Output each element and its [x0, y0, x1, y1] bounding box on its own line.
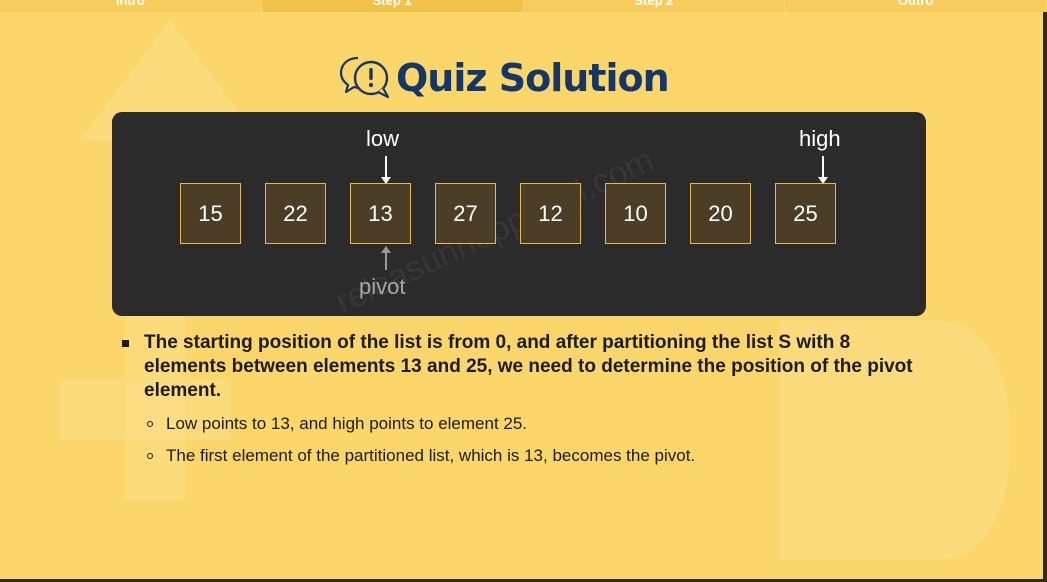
tab-intro[interactable]: Intro [0, 0, 262, 12]
pivot-arrow [381, 246, 391, 270]
tab-step-2[interactable]: Step 2 [523, 0, 786, 12]
tab-outro[interactable]: Outro [785, 0, 1047, 12]
page-title-wrap: Quiz Solution [338, 52, 670, 104]
main-bullet-text: The starting position of the list is fro… [144, 332, 913, 401]
circle-bullet-icon [147, 421, 153, 427]
step-tabs: Intro Step 1 Step 2 Outro [0, 0, 1047, 12]
tab-step-2-label: Step 2 [634, 0, 674, 8]
page-title: Quiz Solution [396, 56, 670, 100]
array-diagram-panel: releasunnopportal.com low high 15 22 13 … [112, 112, 926, 321]
array-cell: 25 [775, 183, 836, 244]
sub-bullet-text-1: Low points to 13, and high points to ele… [166, 414, 528, 433]
tab-outro-label: Outro [897, 0, 934, 8]
array-cell: 27 [435, 183, 496, 244]
tab-step-1[interactable]: Step 1 [261, 0, 524, 12]
list-item: The first element of the partitioned lis… [122, 445, 922, 467]
list-item: The starting position of the list is fro… [122, 331, 922, 403]
low-label: low [366, 126, 400, 151]
sub-bullet-text-2: The first element of the partitioned lis… [166, 446, 696, 465]
speech-bubble-exclamation-icon [339, 56, 390, 99]
square-bullet-icon [122, 340, 129, 347]
tab-intro-label: Intro [115, 0, 145, 8]
low-arrow [381, 156, 391, 184]
circle-bullet-icon [147, 453, 153, 459]
array-cell: 15 [180, 183, 241, 244]
array-cell: 22 [265, 183, 326, 244]
array-cell: 10 [605, 183, 666, 244]
right-edge-bar [1043, 12, 1047, 582]
array-cell: 20 [690, 183, 751, 244]
high-label: high [799, 126, 841, 151]
array-cell: 12 [520, 183, 581, 244]
list-item: Low points to 13, and high points to ele… [122, 413, 922, 435]
pivot-label: pivot [359, 274, 406, 299]
bottom-progress-line [0, 579, 1047, 582]
array-cells: 15 22 13 27 12 10 20 25 [180, 183, 836, 244]
high-arrow [818, 156, 828, 184]
explanation-list: The starting position of the list is fro… [122, 331, 922, 467]
tab-step-1-label: Step 1 [372, 0, 412, 8]
array-cell: 13 [350, 183, 411, 244]
